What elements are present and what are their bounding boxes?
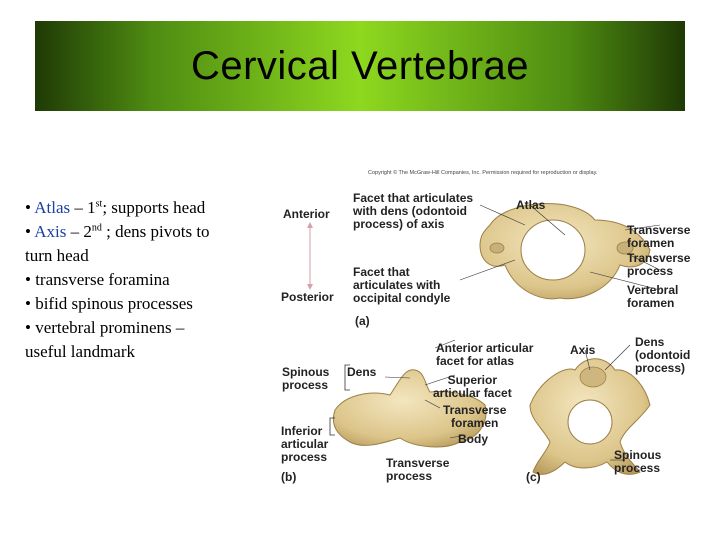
label-line: Facet that — [353, 265, 410, 279]
vertebrae-illustration — [307, 203, 661, 475]
label-dens-b: Dens — [347, 365, 377, 379]
bullet-atlas: • Atlas – 1st; supports head — [25, 196, 275, 220]
label-anterior: Anterior — [283, 207, 330, 221]
bullet-marker: • — [25, 222, 35, 241]
label-superior-facet: Superior articular facet — [433, 374, 512, 400]
label-line: process) of axis — [353, 217, 445, 231]
label-line: (odontoid — [635, 348, 691, 362]
bullet-vertebral-prominens-cont: useful landmark — [25, 342, 135, 361]
bullet-bifid-spinous: • bifid spinous processes — [25, 294, 193, 313]
spinous-bracket — [344, 364, 350, 391]
label-facet-dens: Facet that articulates with dens (odonto… — [353, 192, 473, 231]
bullet-transverse-foramina: • transverse foramina — [25, 270, 170, 289]
bullet-text: ; supports head — [102, 198, 206, 217]
atlas-bone — [479, 203, 651, 300]
label-line: process — [614, 461, 661, 475]
label-line: Superior — [447, 373, 498, 387]
label-line: articulates with — [353, 278, 441, 292]
label-line: articular — [281, 437, 329, 451]
label-transverse-process-a: Transverse process — [627, 252, 690, 278]
slide-title: Cervical Vertebrae — [190, 43, 530, 88]
label-line: foramen — [627, 236, 675, 250]
label-transverse-foramen-a: Transverse foramen — [627, 224, 690, 250]
label-line: process — [627, 264, 674, 278]
label-line: Transverse — [627, 223, 691, 237]
title-banner: Cervical Vertebrae — [35, 21, 685, 111]
leader-lines — [384, 204, 661, 461]
label-line: Spinous — [614, 448, 662, 462]
label-transverse-process-b: Transverse process — [386, 457, 449, 483]
label-b: (b) — [281, 470, 297, 484]
label-line: Dens — [635, 335, 665, 349]
label-line: Spinous — [282, 365, 330, 379]
axis-term: Axis — [34, 222, 67, 241]
ordinal-suffix: st — [95, 198, 103, 210]
label-a: (a) — [355, 314, 370, 328]
atlas-term: Atlas — [34, 198, 71, 217]
label-line: process — [282, 378, 329, 392]
label-line: process) — [635, 361, 686, 375]
inferior-bracket — [329, 417, 335, 436]
label-line: Vertebral — [627, 283, 679, 297]
label-anterior-facet: Anterior articular facet for atlas — [436, 342, 533, 368]
label-dens-c: Dens (odontoid process) — [635, 336, 690, 375]
label-line: Anterior articular — [436, 341, 534, 355]
label-transverse-foramen-b: Transverse foramen — [443, 404, 506, 430]
label-atlas: Atlas — [516, 198, 546, 212]
label-line: Transverse — [443, 403, 507, 417]
bullet-marker: • — [25, 198, 35, 217]
label-line: Transverse — [627, 251, 691, 265]
label-line: process — [281, 450, 328, 464]
label-line: Facet that articulates — [353, 191, 474, 205]
label-vertebral-foramen: Vertebral foramen — [627, 284, 678, 310]
axis-lateral-bone — [332, 369, 487, 448]
label-c: (c) — [526, 470, 541, 484]
ordinal-suffix: nd — [91, 222, 102, 234]
label-inferior-articular: Inferior articular process — [281, 425, 328, 464]
bullet-text: – 2 — [66, 222, 92, 241]
label-line: with dens (odontoid — [353, 204, 467, 218]
label-line: foramen — [451, 416, 499, 430]
label-body: Body — [458, 432, 488, 446]
label-facet-occipital: Facet that articulates with occipital co… — [353, 266, 450, 305]
label-line: occipital condyle — [353, 291, 451, 305]
label-line: process — [386, 469, 433, 483]
label-spinous-c: Spinous process — [614, 449, 661, 475]
bullet-text: – 1 — [70, 198, 96, 217]
label-line: Transverse — [386, 456, 450, 470]
bullet-axis: • Axis – 2nd ; dens pivots to — [25, 220, 275, 244]
copyright-notice: Copyright © The McGraw-Hill Companies, I… — [368, 170, 598, 176]
label-spinous-b: Spinous process — [282, 366, 329, 392]
label-posterior: Posterior — [281, 290, 334, 304]
label-line: Inferior — [281, 424, 323, 438]
label-axis: Axis — [570, 343, 596, 357]
bullet-text: ; dens pivots to — [101, 222, 210, 241]
label-line: articular facet — [433, 386, 512, 400]
label-line: facet for atlas — [436, 354, 515, 368]
bullet-axis-cont: turn head — [25, 246, 89, 265]
bullet-vertebral-prominens: • vertebral prominens – — [25, 318, 185, 337]
bullet-list: • Atlas – 1st; supports head • Axis – 2n… — [25, 196, 275, 364]
axis-superior-bone — [529, 358, 651, 475]
label-line: foramen — [627, 296, 675, 310]
orientation-arrow — [307, 222, 313, 290]
